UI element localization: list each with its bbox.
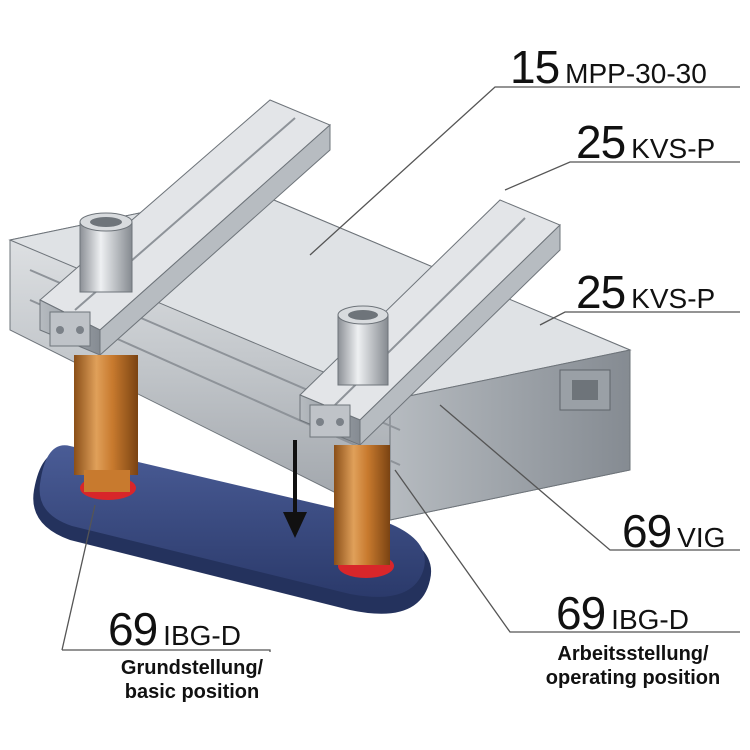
label-vig-code: VIG <box>677 522 726 553</box>
label-kvs-mid-code: KVS-P <box>631 283 716 314</box>
leader-kvs-mid <box>539 311 740 326</box>
leader-lines <box>61 86 740 652</box>
label-kvs-top-number: 25 <box>576 116 626 168</box>
leader-ibg-left-base <box>62 649 271 652</box>
label-kvs-mid-number: 25 <box>576 266 626 318</box>
caption-operating-de: Arbeitsstellung/ <box>557 643 709 665</box>
label-vig-number: 69 <box>622 505 672 557</box>
cylinder-left <box>74 212 138 492</box>
leader-mpp <box>309 86 740 256</box>
label-ibg-right-code: IBG-D <box>611 604 689 635</box>
leader-vig <box>439 404 740 551</box>
leader-ibg-right <box>394 469 740 633</box>
caption-basic-position: Grundstellung/ basic position <box>92 656 292 704</box>
label-ibg-left-code: IBG-D <box>163 620 241 651</box>
caption-basic-de: Grundstellung/ <box>120 657 264 679</box>
leader-ibg-left <box>61 504 96 651</box>
leader-kvs-top <box>504 161 740 191</box>
caption-operating-en: operating position <box>545 667 721 689</box>
caption-basic-en: basic position <box>124 681 260 703</box>
label-ibg-left-number: 69 <box>108 603 158 655</box>
label-mpp-number: 15 <box>510 41 560 93</box>
down-arrow-icon <box>283 440 307 538</box>
cylinder-right <box>334 305 390 565</box>
label-ibg-right-number: 69 <box>556 587 606 639</box>
caption-operating-position: Arbeitsstellung/ operating position <box>528 642 738 690</box>
label-mpp-code: MPP-30-30 <box>565 58 707 89</box>
label-kvs-top-code: KVS-P <box>631 133 716 164</box>
